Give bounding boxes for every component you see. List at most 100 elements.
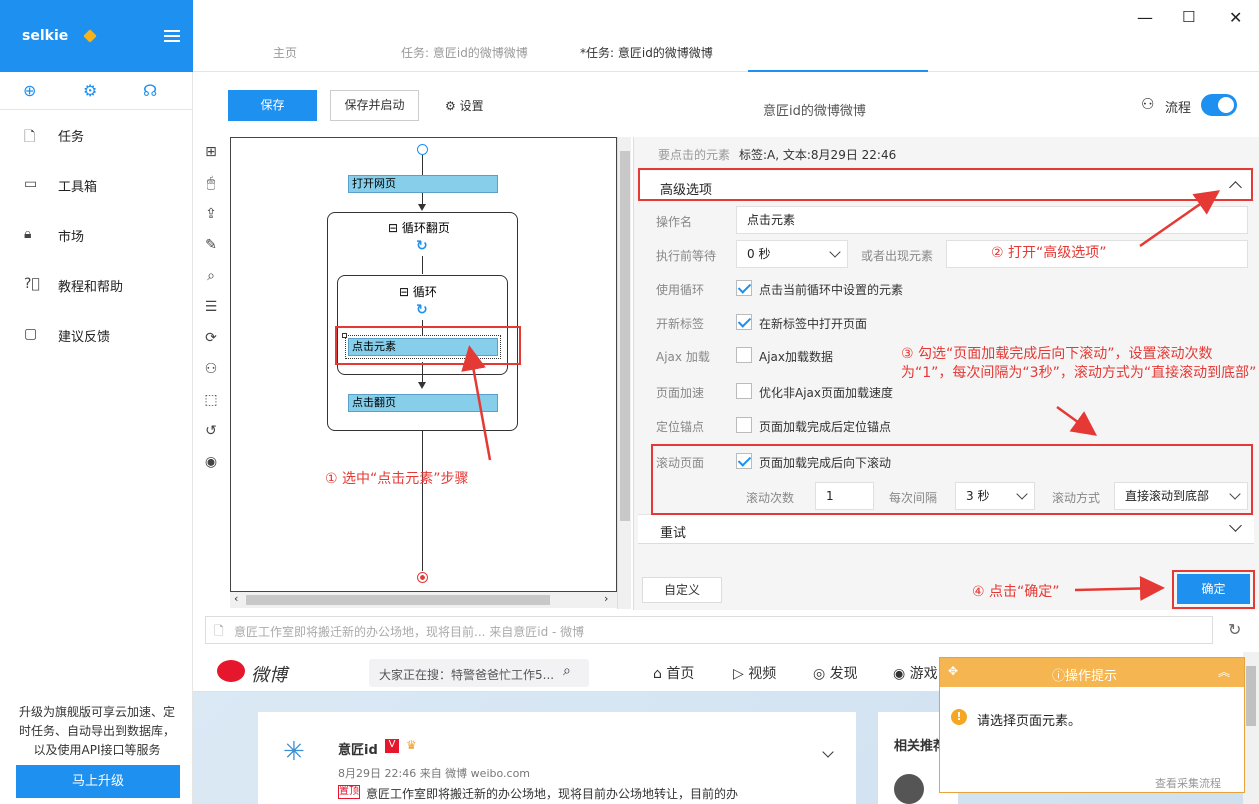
tab-home[interactable]: 主页: [273, 46, 298, 60]
close-icon[interactable]: ✕: [1229, 8, 1243, 27]
save-button[interactable]: 保存: [228, 90, 317, 121]
warning-icon: !: [951, 709, 967, 725]
sidebar-item-tasks[interactable]: 🗋 任务: [0, 114, 193, 154]
use-loop-label: 使用循环: [656, 283, 705, 297]
wait-tool-icon[interactable]: ↺: [205, 423, 217, 439]
browser-scrollbar[interactable]: [1243, 652, 1259, 804]
open-page-tool-icon[interactable]: ⊞: [205, 144, 217, 160]
anchor-label: 定位锚点: [656, 420, 705, 434]
avatar[interactable]: ✳: [283, 737, 305, 767]
collapse-icon[interactable]: ⊟: [388, 221, 402, 235]
flow-line: [422, 431, 423, 571]
anchor-checkbox[interactable]: [736, 417, 752, 433]
switch-dropdown-tool-icon[interactable]: ☰: [204, 299, 218, 315]
custom-button[interactable]: 自定义: [642, 577, 722, 603]
confirm-button[interactable]: 确定: [1177, 574, 1250, 604]
workflow-tool-strip: ⊞ 🖱︎ ⇪ ✎ ⌕ ☰ ⟳ ⚇ ⬚ ↺ ◉: [196, 138, 226, 608]
canvas-vertical-scrollbar[interactable]: [617, 137, 631, 609]
nav-home[interactable]: ⌂ 首页: [653, 663, 694, 683]
video-icon: ▷: [733, 666, 749, 682]
flow-line: [422, 155, 423, 175]
refresh-icon[interactable]: ↻: [1228, 620, 1242, 639]
interval-select[interactable]: 3 秒: [955, 482, 1035, 510]
search-icon[interactable]: ⌕: [563, 663, 571, 679]
wait-select[interactable]: 0 秒: [736, 240, 848, 268]
op-name-input[interactable]: 点击元素: [736, 206, 1248, 234]
element-label: 要点击的元素: [658, 148, 731, 162]
tab-task-edit[interactable]: *任务: 意匠id的微博微博: [580, 46, 713, 60]
chevron-down-icon[interactable]: [822, 746, 834, 758]
maximize-icon[interactable]: ☐: [1182, 8, 1196, 26]
nav-video[interactable]: ▷ 视频: [733, 663, 776, 683]
extract-tool-icon[interactable]: ⇪: [205, 206, 217, 222]
use-loop-checkbox[interactable]: [736, 280, 752, 296]
scrollbar-thumb[interactable]: [246, 595, 550, 605]
scroll-mode-label: 滚动方式: [1052, 491, 1101, 505]
end-loop-tool-icon[interactable]: ◉: [204, 454, 218, 470]
sidebar-item-market[interactable]: 🔒︎ 市场: [0, 214, 193, 254]
post-username[interactable]: 意匠id: [338, 743, 378, 758]
scroll-count-input[interactable]: 1: [815, 482, 874, 510]
flow-toggle[interactable]: [1201, 94, 1237, 116]
scroll-text: 页面加载完成后向下滚动: [759, 456, 892, 470]
new-tab-checkbox[interactable]: [736, 314, 752, 330]
sidebar-item-feedback[interactable]: ▢ 建议反馈: [0, 314, 193, 354]
branch-tool-icon[interactable]: ⚇: [204, 361, 218, 377]
address-bar[interactable]: 🗋 意匠工作室即将搬迁新的办公场地，现将目前... 来自意匠id - 微博: [205, 616, 1213, 644]
retry-header[interactable]: 重试: [638, 514, 1254, 544]
ajax-checkbox[interactable]: [736, 347, 752, 363]
annotation-step-1: ① 选中“点击元素”步骤: [325, 471, 469, 487]
click-element-node[interactable]: 点击元素: [345, 335, 501, 359]
scroll-left-icon[interactable]: ‹: [234, 592, 239, 605]
view-flow-link[interactable]: 查看采集流程: [1155, 777, 1221, 790]
minimize-icon[interactable]: —: [1137, 8, 1153, 27]
mouse-click-tool-icon[interactable]: 🖱︎: [206, 175, 216, 191]
editor-toolbar: 保存 保存并启动 ⚙ 设置 意匠id的微博微博 ⚇ 流程: [193, 73, 1259, 136]
canvas-horizontal-scrollbar[interactable]: ‹ ›: [230, 592, 617, 608]
hover-tool-icon[interactable]: ⬚: [204, 392, 218, 408]
settings-button[interactable]: ⚙ 设置: [445, 97, 484, 114]
settings-label: 设置: [459, 99, 484, 113]
scroll-mode-select[interactable]: 直接滚动到底部: [1114, 482, 1248, 510]
headset-icon[interactable]: ☊: [143, 81, 158, 100]
open-page-node[interactable]: 打开网页: [348, 175, 498, 193]
upgrade-button[interactable]: 马上升级: [16, 765, 180, 798]
element-value: 标签:A, 文本:8月29日 22:46: [739, 148, 897, 162]
active-tab-indicator: [748, 70, 928, 72]
loop-tool-icon[interactable]: ⟳: [205, 330, 217, 346]
weibo-search-input[interactable]: 大家正在搜：特警爸爸忙工作5... ⌕: [369, 659, 589, 687]
scrollbar-thumb[interactable]: [620, 151, 630, 521]
move-icon[interactable]: ✥: [948, 664, 959, 678]
arrow-icon: [418, 382, 426, 389]
hamburger-menu-icon[interactable]: [164, 30, 180, 42]
ajax-text: Ajax加载数据: [759, 350, 833, 364]
scroll-checkbox[interactable]: [736, 453, 752, 469]
sidebar-item-help[interactable]: ?⃝ 教程和帮助: [0, 264, 193, 304]
collapse-icon[interactable]: ⊟: [399, 285, 413, 299]
gear-icon[interactable]: ⚙: [83, 81, 98, 100]
loop-label: 循环: [412, 285, 437, 299]
interval-label: 每次间隔: [889, 491, 938, 505]
add-task-icon[interactable]: ⊕: [23, 81, 37, 100]
loop-refresh-icon: ↻: [416, 302, 428, 318]
avatar[interactable]: [894, 774, 924, 804]
annotation-step-3: ③ 勾选“页面加载完成后向下滚动”，设置滚动次数为“1”，每次间隔为“3秒”，滚…: [901, 346, 1257, 381]
nav-game[interactable]: ◉ 游戏: [893, 663, 938, 683]
input-text-tool-icon[interactable]: ✎: [205, 237, 217, 253]
scrollbar-thumb[interactable]: [1246, 666, 1256, 726]
brand-header: selkie: [0, 0, 193, 72]
collapse-up-icon[interactable]: ︽: [1218, 665, 1231, 679]
captcha-tool-icon[interactable]: ⌕: [207, 268, 215, 284]
weibo-post-card: ✳ 意匠id V ♛ 8月29日 22:46 来自 微博 weibo.com 置…: [258, 712, 856, 804]
workflow-canvas[interactable]: 打开网页 ⊟ 循环翻页 ↻ ⊟ 循环 ↻ 点击元素 点击翻页: [230, 137, 617, 592]
app-name: selkie: [22, 28, 69, 44]
nav-discover[interactable]: ◎ 发现: [813, 663, 858, 683]
sidebar-item-label: 教程和帮助: [58, 280, 124, 295]
save-and-start-button[interactable]: 保存并启动: [330, 90, 419, 121]
annotation-step-2: ② 打开“高级选项”: [991, 245, 1107, 261]
tab-task[interactable]: 任务: 意匠id的微博微博: [401, 46, 528, 60]
scroll-right-icon[interactable]: ›: [604, 592, 609, 605]
click-next-page-node[interactable]: 点击翻页: [348, 394, 498, 412]
sidebar-item-toolbox[interactable]: ▭ 工具箱: [0, 164, 193, 204]
speed-checkbox[interactable]: [736, 383, 752, 399]
